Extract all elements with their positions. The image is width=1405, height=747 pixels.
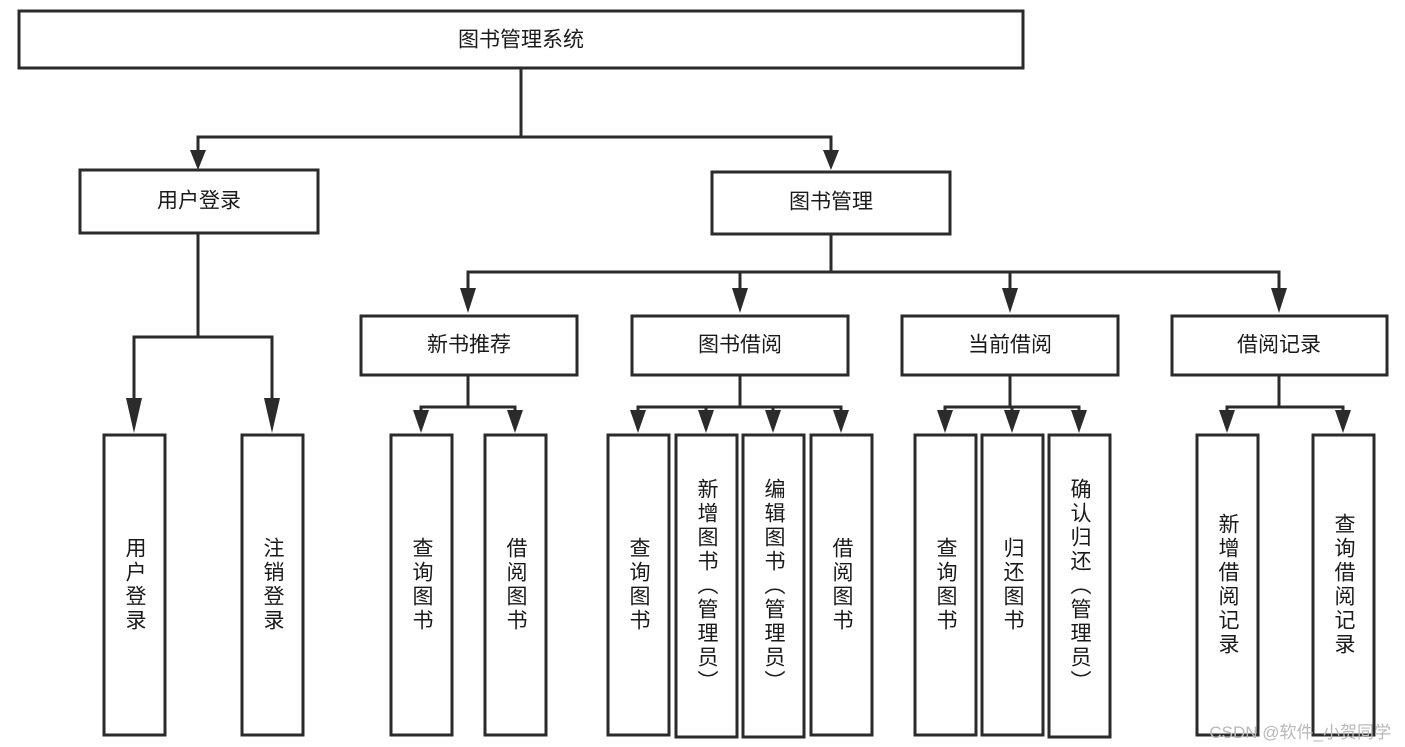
arrow-to-new-book-recommend <box>460 288 476 313</box>
arrow-to-leaf-borrow-book-2 <box>833 410 849 433</box>
node-root-box[interactable] <box>17 9 1025 70</box>
arrow-to-leaf-query-record <box>1335 410 1351 433</box>
leaf-confirm-return-box[interactable] <box>1047 433 1112 739</box>
arrow-to-leaf-query-book-1 <box>413 410 429 433</box>
leaf-add-book-box[interactable] <box>674 433 739 739</box>
leaf-query-book-2[interactable] <box>606 433 671 737</box>
node-new-book-recommend[interactable]: 新书推荐 <box>359 314 579 377</box>
leaf-edit-book[interactable] <box>741 433 806 739</box>
leaf-confirm-return[interactable] <box>1047 433 1112 739</box>
node-book-management-box[interactable] <box>710 170 952 236</box>
leaf-user-login-box[interactable] <box>102 433 167 737</box>
node-borrow-record[interactable]: 借阅记录 <box>1170 314 1389 377</box>
arrow-to-book-borrow <box>732 288 748 313</box>
node-borrow-record-box[interactable] <box>1170 314 1389 377</box>
leaf-return-book[interactable] <box>980 433 1045 737</box>
leaf-add-book[interactable] <box>674 433 739 739</box>
leaf-add-record[interactable] <box>1195 433 1260 737</box>
node-root[interactable]: 图书管理系统 <box>17 9 1025 70</box>
connector-group-book-borrow <box>630 373 849 433</box>
node-current-borrow-label: 当前借阅 <box>968 334 1052 357</box>
leaf-borrow-book-2[interactable] <box>809 433 874 737</box>
connector-group-root <box>190 66 839 170</box>
leaf-borrow-book-2-box[interactable] <box>809 433 874 737</box>
leaf-query-book-3[interactable] <box>913 433 978 737</box>
node-user-login-box[interactable] <box>78 168 320 235</box>
connector-group-current-borrow <box>937 373 1087 433</box>
leaf-return-book-box[interactable] <box>980 433 1045 737</box>
node-current-borrow-box[interactable] <box>900 314 1120 377</box>
node-new-book-recommend-box[interactable] <box>359 314 579 377</box>
leaf-query-record[interactable] <box>1311 433 1376 737</box>
node-borrow-record-label: 借阅记录 <box>1237 334 1321 357</box>
arrow-to-leaf-confirm-return <box>1071 410 1087 433</box>
arrow-to-leaf-query-book-3 <box>937 410 953 433</box>
leaf-borrow-book-1[interactable] <box>483 433 548 737</box>
arrow-to-book-management <box>823 150 839 170</box>
leaf-query-book-2-box[interactable] <box>606 433 671 737</box>
leaf-edit-book-box[interactable] <box>741 433 806 739</box>
arrow-to-leaf-borrow-book-1 <box>507 410 523 433</box>
connector-group-user-login <box>126 231 280 433</box>
node-book-borrow-box[interactable] <box>630 314 850 377</box>
node-book-borrow-label: 图书借阅 <box>698 334 782 357</box>
leaf-user-logout-box[interactable] <box>240 433 305 737</box>
node-book-borrow[interactable]: 图书借阅 <box>630 314 850 377</box>
arrow-to-leaf-add-book <box>698 410 714 433</box>
arrow-to-user-login <box>190 150 206 170</box>
arrow-to-leaf-edit-book <box>765 410 781 433</box>
connector-group-book-management <box>460 232 1287 313</box>
leaf-borrow-book-1-box[interactable] <box>483 433 548 737</box>
node-new-book-recommend-label: 新书推荐 <box>427 334 511 357</box>
leaf-user-login[interactable] <box>102 433 167 737</box>
node-book-management[interactable]: 图书管理 <box>710 170 952 236</box>
leaf-query-book-3-box[interactable] <box>913 433 978 737</box>
node-current-borrow[interactable]: 当前借阅 <box>900 314 1120 377</box>
arrow-to-leaf-user-logout <box>264 398 280 433</box>
node-book-management-label: 图书管理 <box>789 191 873 214</box>
arrow-to-leaf-add-record <box>1219 410 1235 433</box>
arrow-to-leaf-user-login <box>126 398 142 433</box>
arrow-to-leaf-return-book <box>1004 410 1020 433</box>
leaf-query-book-1-box[interactable] <box>389 433 454 737</box>
arrow-to-borrow-record <box>1271 288 1287 313</box>
arrow-to-leaf-query-book-2 <box>630 410 646 433</box>
node-user-login[interactable]: 用户登录 <box>78 168 320 235</box>
leaf-user-logout[interactable] <box>240 433 305 737</box>
leaf-query-record-box[interactable] <box>1311 433 1376 737</box>
connector-group-borrow-record <box>1219 373 1351 433</box>
node-root-label: 图书管理系统 <box>458 29 584 52</box>
leaf-add-record-box[interactable] <box>1195 433 1260 737</box>
node-user-login-label: 用户登录 <box>157 190 241 213</box>
leaf-query-book-1[interactable] <box>389 433 454 737</box>
arrow-to-current-borrow <box>1002 288 1018 313</box>
connector-group-new-book-recommend <box>413 373 523 433</box>
